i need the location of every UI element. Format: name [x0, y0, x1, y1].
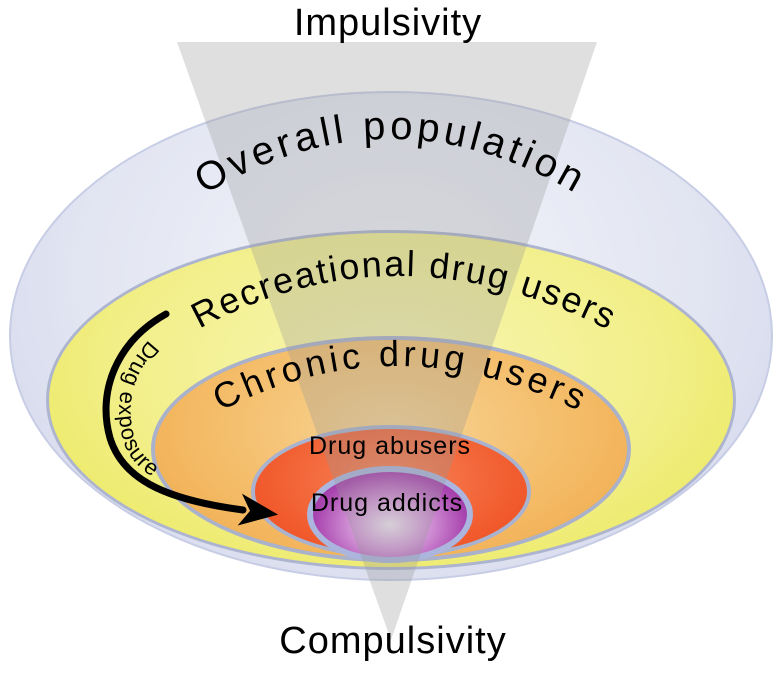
compulsivity-label: Compulsivity — [279, 620, 507, 662]
ring-drug-addicts — [307, 466, 473, 563]
ring-label-drug-abusers: Drug abusers — [308, 432, 472, 460]
impulsivity-label: Impulsivity — [293, 2, 483, 44]
ring-label-drug-addicts: Drug addicts — [310, 489, 464, 517]
